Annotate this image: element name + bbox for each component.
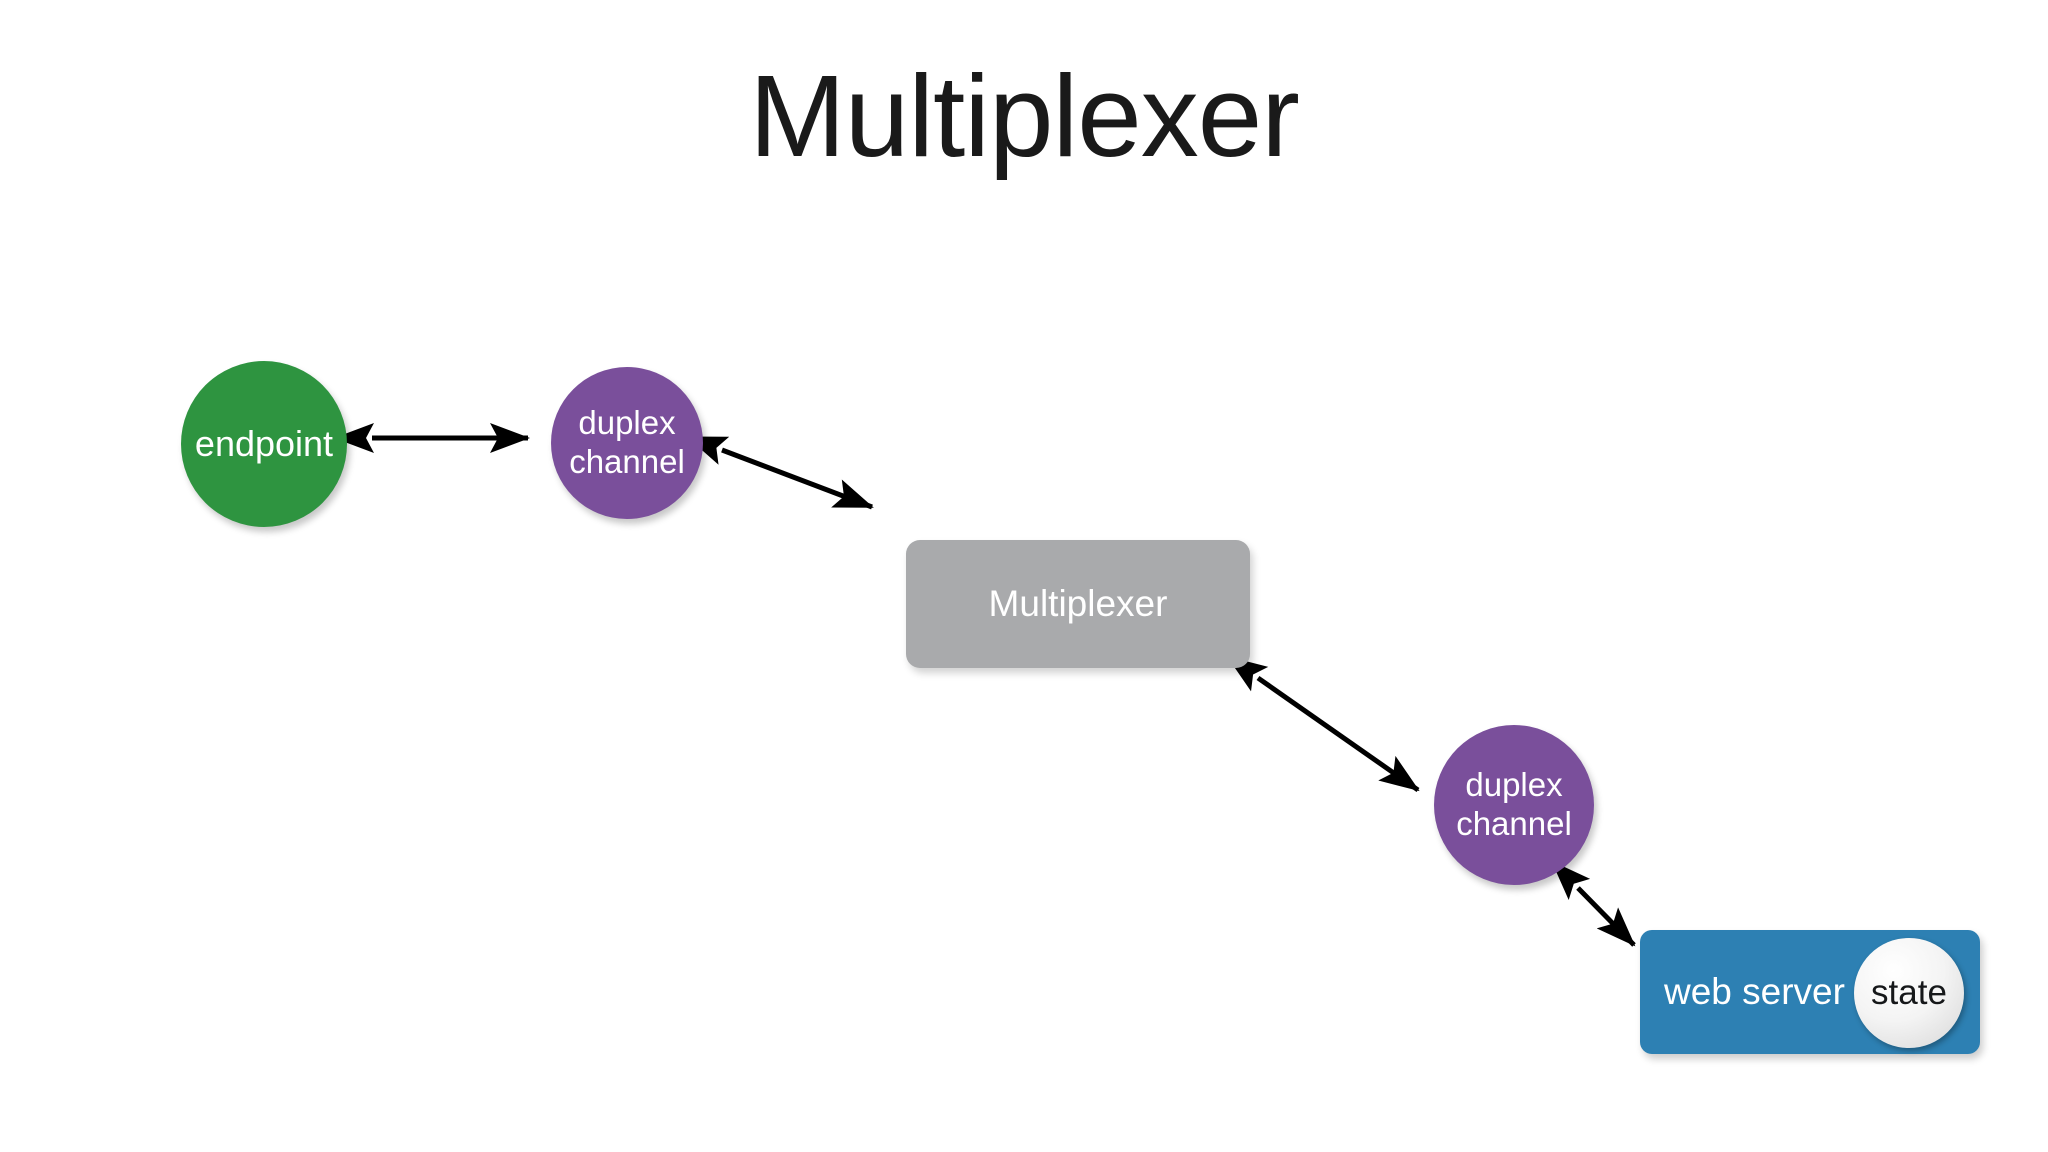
node-state-badge[interactable]: state — [1854, 938, 1964, 1048]
node-duplex-channel-2-label: duplex channel — [1456, 766, 1572, 842]
node-duplex-channel-2[interactable]: duplex channel — [1434, 725, 1594, 885]
page-title: Multiplexer — [749, 51, 1300, 181]
node-endpoint-label: endpoint — [194, 422, 334, 464]
node-duplex-channel-1-label: duplex channel — [569, 404, 685, 480]
node-web-server-label: web server — [1664, 971, 1845, 1012]
node-duplex-channel-1[interactable]: duplex channel — [551, 367, 703, 519]
connector-multiplexer-to-duplex-channel-2 — [1226, 656, 1420, 793]
node-state-label: state — [1871, 973, 1947, 1012]
connector-duplex-channel-1-to-multiplexer — [686, 436, 874, 510]
node-multiplexer[interactable]: Multiplexer — [906, 540, 1250, 668]
node-endpoint[interactable]: endpoint — [181, 361, 347, 527]
node-multiplexer-label: Multiplexer — [988, 583, 1168, 624]
connector-duplex-channel-2-to-web-server — [1551, 860, 1636, 947]
